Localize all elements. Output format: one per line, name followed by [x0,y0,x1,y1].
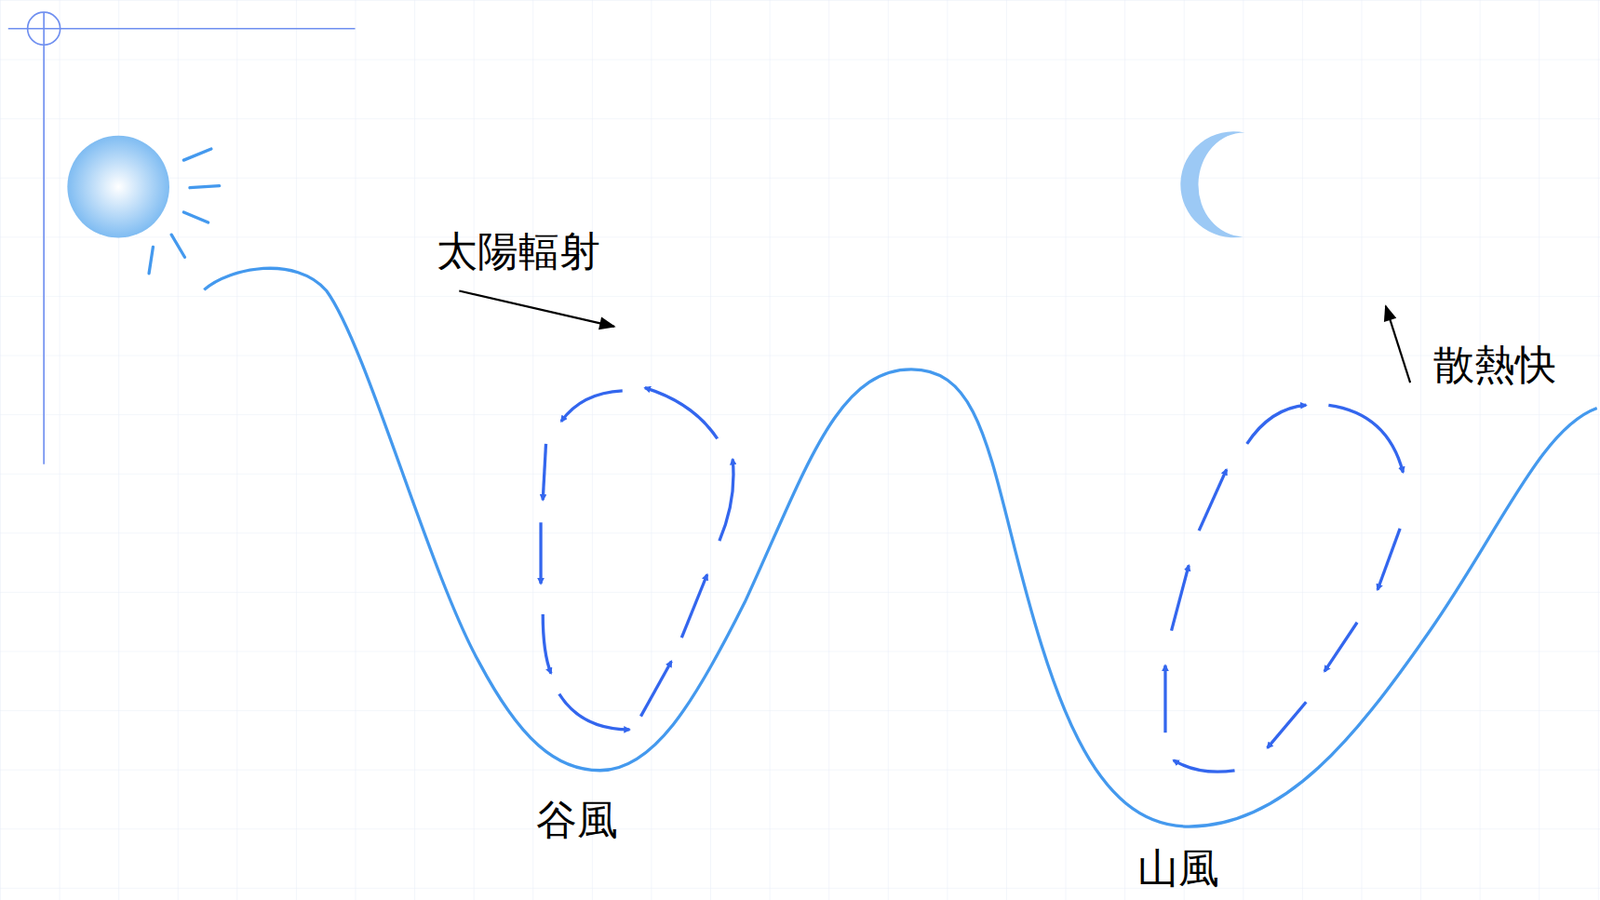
mountain-wind-label: 山風 [1137,847,1220,890]
radiation-label: 太陽輻射 [436,229,601,273]
corner-mark [8,12,356,465]
heat-loss-label: 散熱快 [1433,343,1557,387]
sun-rays [148,148,220,274]
mountain-wind-loop [1165,404,1403,772]
valley-wind-label: 谷風 [536,798,619,842]
terrain [203,268,1597,827]
valley-wind-loop [540,388,734,730]
radiation-arrow [458,290,615,326]
heat-loss-arrow [1385,306,1411,383]
sun [67,135,170,239]
moon [1180,131,1245,238]
